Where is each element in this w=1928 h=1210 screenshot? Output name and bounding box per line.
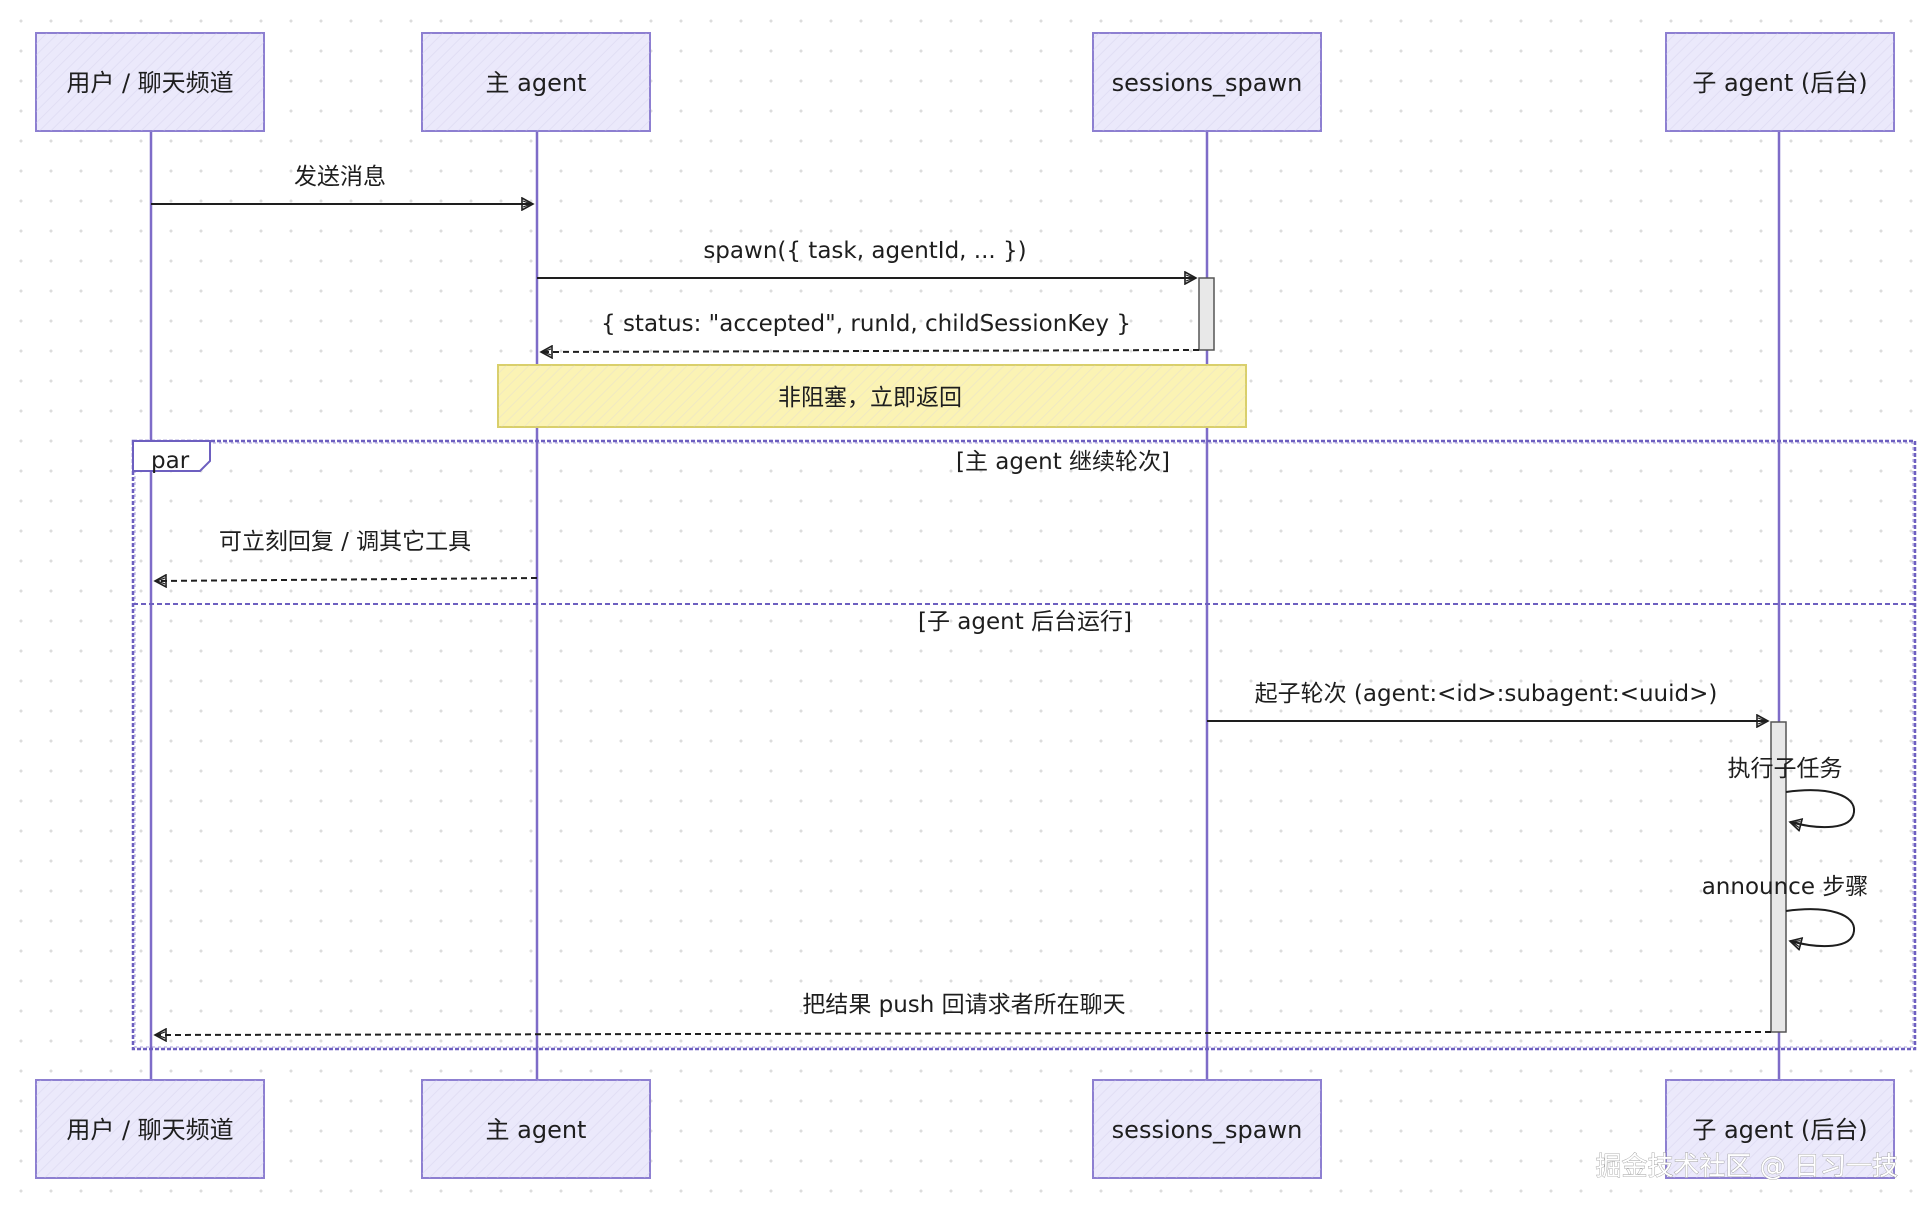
message-push: 把结果 push 回请求者所在聊天 bbox=[155, 992, 1772, 1035]
participant-child-label: 子 agent (后台) bbox=[1692, 69, 1867, 97]
participant-child-top: 子 agent (后台) bbox=[1665, 32, 1895, 132]
par-frame: par [主 agent 继续轮次] [子 agent 后台运行] bbox=[131, 439, 1917, 1051]
note-label: 非阻塞，立即返回 bbox=[778, 385, 962, 411]
par-section-2-label: [子 agent 后台运行] bbox=[918, 609, 1132, 635]
message-announce-label: announce 步骤 bbox=[1702, 874, 1869, 900]
participant-main-top: 主 agent bbox=[421, 32, 651, 132]
message-exec-label: 执行子任务 bbox=[1728, 756, 1843, 782]
par-tag: par bbox=[151, 448, 190, 474]
participant-user-top: 用户 / 聊天频道 bbox=[35, 32, 265, 132]
message-push-label: 把结果 push 回请求者所在聊天 bbox=[802, 992, 1125, 1018]
message-spawn-return: { status: "accepted", runId, childSessio… bbox=[541, 311, 1200, 352]
message-send: 发送消息 bbox=[151, 164, 533, 204]
participant-user-label-bottom: 用户 / 聊天频道 bbox=[66, 1116, 233, 1144]
watermark: 掘金技术社区 @ 日习一技 bbox=[1595, 1152, 1898, 1182]
participant-spawn-bottom: sessions_spawn bbox=[1092, 1079, 1322, 1179]
participant-user-bottom: 用户 / 聊天频道 bbox=[35, 1079, 265, 1179]
message-send-label: 发送消息 bbox=[294, 164, 386, 190]
message-spawn-call: spawn({ task, agentId, ... }) bbox=[537, 238, 1196, 278]
participant-spawn-top: sessions_spawn bbox=[1092, 32, 1322, 132]
message-exec-self: 执行子任务 bbox=[1728, 756, 1856, 827]
activation-spawn bbox=[1198, 277, 1215, 351]
participant-child-label-bottom: 子 agent (后台) bbox=[1692, 1116, 1867, 1144]
message-reply-label: 可立刻回复 / 调其它工具 bbox=[219, 529, 471, 555]
participant-main-label-bottom: 主 agent bbox=[486, 1116, 587, 1144]
participant-main-bottom: 主 agent bbox=[421, 1079, 651, 1179]
message-start-turn: 起子轮次 (agent:<id>:subagent:<uuid>) bbox=[1207, 681, 1768, 721]
activation-child bbox=[1770, 721, 1787, 1033]
participant-spawn-label: sessions_spawn bbox=[1112, 69, 1303, 97]
participant-spawn-label-bottom: sessions_spawn bbox=[1112, 1116, 1303, 1144]
participant-main-label: 主 agent bbox=[486, 69, 587, 97]
message-announce-self: announce 步骤 bbox=[1702, 874, 1869, 946]
note-non-blocking: 非阻塞，立即返回 bbox=[497, 364, 1247, 428]
message-start-turn-label: 起子轮次 (agent:<id>:subagent:<uuid>) bbox=[1255, 681, 1718, 707]
participant-user-label: 用户 / 聊天频道 bbox=[66, 69, 233, 97]
message-spawn-return-label: { status: "accepted", runId, childSessio… bbox=[601, 311, 1131, 337]
message-reply: 可立刻回复 / 调其它工具 bbox=[155, 529, 538, 581]
message-spawn-call-label: spawn({ task, agentId, ... }) bbox=[703, 238, 1026, 264]
par-section-1-label: [主 agent 继续轮次] bbox=[956, 449, 1170, 475]
participant-child-bottom: 子 agent (后台) bbox=[1665, 1079, 1895, 1179]
